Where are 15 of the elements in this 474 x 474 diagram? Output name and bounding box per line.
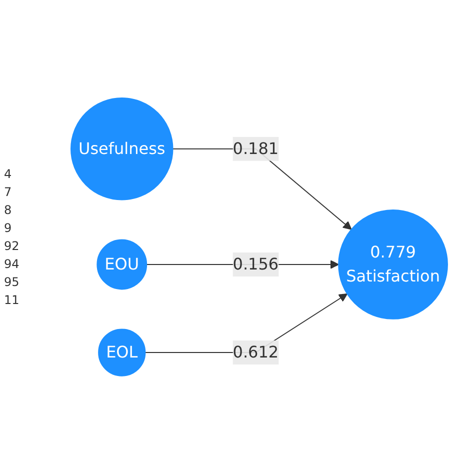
indicator-value: 7 bbox=[4, 185, 13, 199]
node-circle: 0.779 Satisfaction bbox=[338, 210, 448, 320]
node-circle: Usefulness bbox=[70, 98, 174, 200]
node-circle: EOL bbox=[98, 328, 146, 376]
indicator-value: 4 bbox=[4, 167, 13, 181]
edge-label: 0.612 bbox=[232, 342, 278, 362]
indicator-value: 8 bbox=[4, 203, 13, 217]
indicator-value: 11 bbox=[4, 293, 20, 307]
node-circle: EOU bbox=[96, 239, 147, 290]
edge-label: 0.181 bbox=[232, 138, 278, 158]
indicator-value: 92 bbox=[4, 239, 20, 253]
indicator-value: 95 bbox=[4, 275, 20, 289]
indicator-value: 94 bbox=[4, 257, 20, 271]
edge-label: 0.156 bbox=[232, 254, 278, 274]
indicator-value: 9 bbox=[4, 221, 13, 235]
